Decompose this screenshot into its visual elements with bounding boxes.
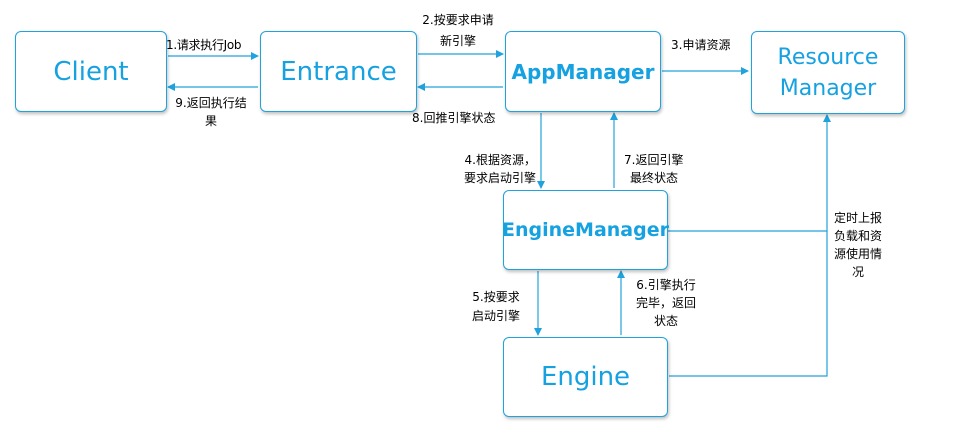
edge-label-report-line3: 源使用情 (833, 247, 882, 261)
edge-label-5: 5.按要求 启动引擎 (460, 290, 532, 324)
edge-label-4: 4.根据资源， 要求启动引擎 (436, 153, 536, 186)
edge-label-8: 8.回推引擎状态 (412, 111, 495, 126)
client-label: Client (53, 56, 129, 87)
enginemanager-label: EngineManager (502, 219, 669, 241)
edge-label-7-line1: 7.返回引擎 (624, 153, 684, 167)
edge-label-8-text: 8.回推引擎状态 (412, 111, 496, 125)
entrance-label: Entrance (280, 56, 397, 87)
entrance-node: Entrance (260, 31, 417, 112)
appmanager-label: AppManager (511, 59, 655, 84)
engine-label: Engine (540, 362, 631, 392)
client-node: Client (15, 31, 167, 112)
edge-label-1: 1.请求执行Job (166, 38, 242, 53)
edge-label-report-line1: 定时上报 (833, 211, 882, 225)
edge-label-5-line1: 5.按要求 (472, 290, 520, 304)
edge-label-6: 6.引擎执行 完毕，返回 状态 (628, 278, 704, 329)
edge-label-report-line4: 况 (851, 265, 864, 279)
enginemanager-node: EngineManager (502, 190, 669, 270)
appmanager-node: AppManager (505, 31, 661, 112)
edge-label-1-text: 1.请求执行Job (166, 38, 242, 52)
edge-label-9: 9.返回执行结 果 (168, 96, 254, 129)
edge-label-6-line3: 状态 (653, 314, 678, 328)
edge-label-5-line2: 启动引擎 (471, 309, 520, 323)
edge-label-2-line1: 2.按要求申请 (422, 13, 494, 27)
edge-label-4-line2: 要求启动引擎 (463, 171, 536, 185)
edge-label-9-line1: 9.返回执行结 (175, 96, 247, 110)
resource-manager-label-line1: Resource (777, 44, 879, 70)
edge-label-3-text: 3.申请资源 (671, 38, 731, 52)
edge-label-7-line2: 最终状态 (630, 171, 679, 185)
resource-manager-label-line2: Manager (779, 75, 877, 101)
edge-label-3: 3.申请资源 (671, 38, 730, 53)
edge-label-2: 2.按要求申请 新引擎 (418, 13, 498, 49)
edge-label-2-line2: 新引擎 (439, 34, 476, 48)
edge-label-6-line1: 6.引擎执行 (636, 278, 696, 292)
arrow-report-enginemanager-to-resourcemanager (668, 114, 831, 232)
edge-label-7: 7.返回引擎 最终状态 (624, 153, 683, 186)
line-engine-to-report (669, 231, 828, 377)
edge-label-report: 定时上报 负载和资 源使用情 况 (830, 209, 886, 281)
edge-label-6-line2: 完毕，返回 (635, 296, 696, 310)
edge-label-4-line1: 4.根据资源， (464, 153, 536, 167)
resource-manager-node: Resource Manager (751, 31, 905, 114)
edge-label-report-line2: 负载和资 (833, 229, 882, 243)
edge-label-9-line2: 果 (204, 114, 217, 128)
engine-node: Engine (503, 337, 668, 417)
